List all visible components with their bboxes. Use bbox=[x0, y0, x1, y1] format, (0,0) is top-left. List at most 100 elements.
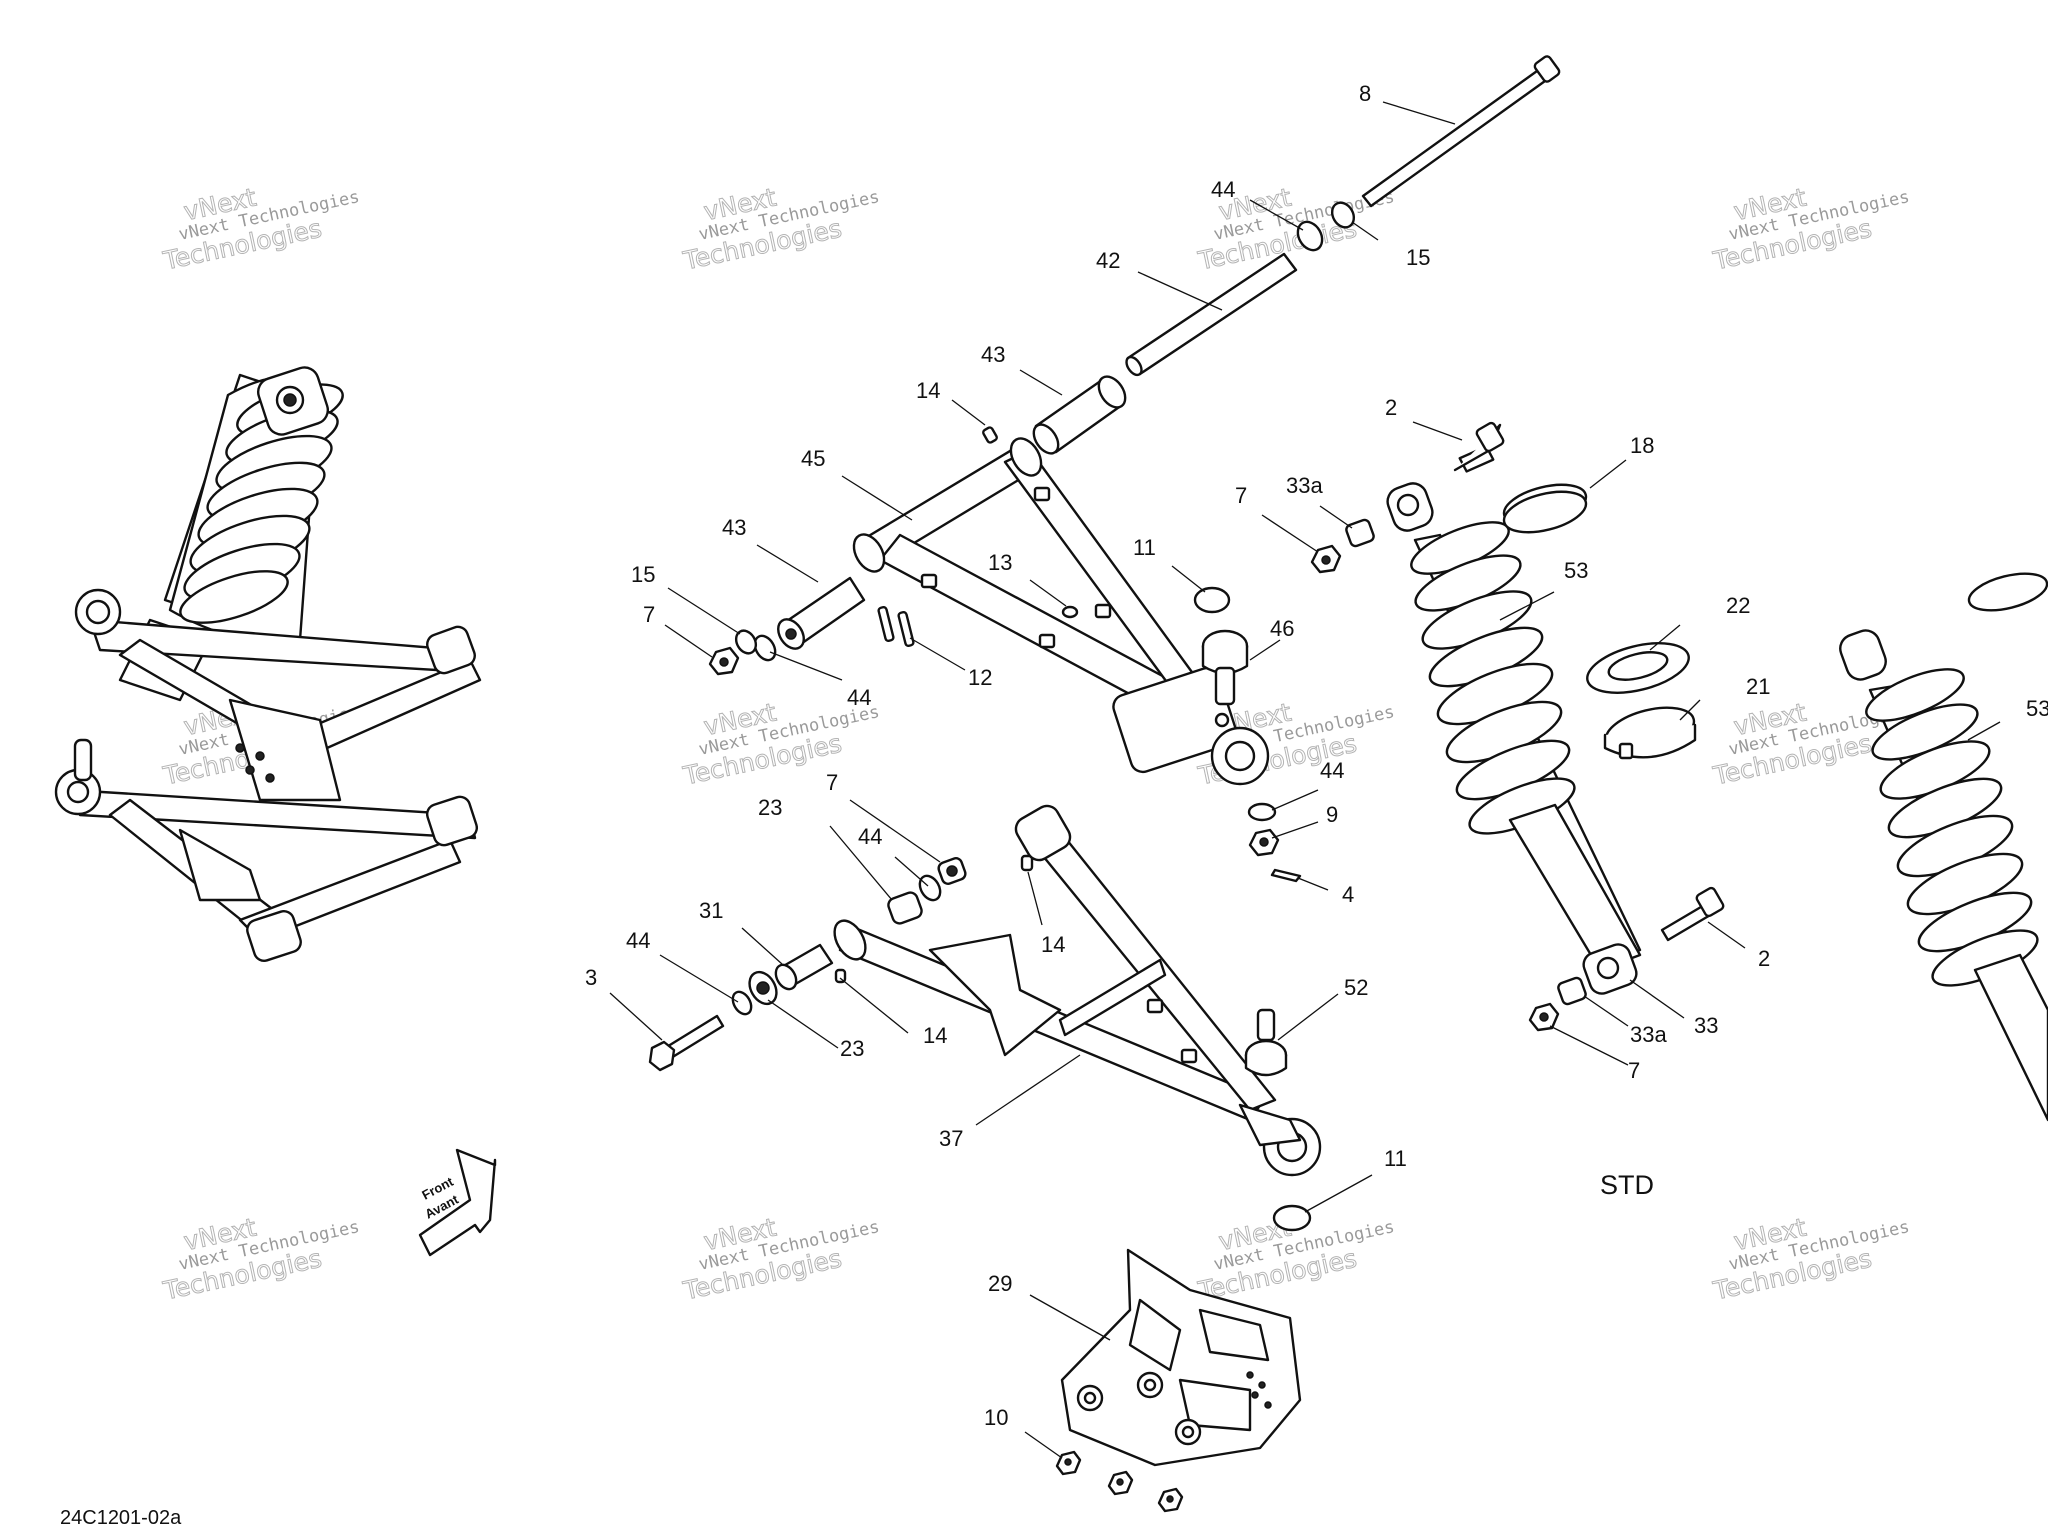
callout-2: 2 bbox=[1385, 395, 1397, 420]
leader-lines bbox=[609, 101, 2001, 1459]
watermark: vNext vNext Technologies Technologies bbox=[1710, 182, 1912, 276]
second-shock-absorber-partial bbox=[1839, 572, 2048, 1122]
part-12-pin bbox=[897, 610, 915, 648]
callout-52: 52 bbox=[1344, 975, 1368, 1000]
callout-23: 23 bbox=[758, 795, 782, 820]
callout-22: 22 bbox=[1726, 593, 1750, 618]
part-37-lower-a-arm bbox=[833, 804, 1322, 1177]
front-direction-arrow-icon: Front Avant bbox=[418, 1148, 497, 1257]
part-31-sleeve bbox=[774, 943, 834, 991]
callout-43: 43 bbox=[981, 342, 1005, 367]
callout-53: 53 bbox=[2026, 696, 2048, 721]
part-15-washer bbox=[734, 629, 758, 655]
callout-12: 12 bbox=[968, 665, 992, 690]
part-8-long-bolt bbox=[1361, 55, 1561, 208]
diagram-reference-code: 24C1201-02a bbox=[60, 1507, 182, 1529]
callout-44: 44 bbox=[858, 824, 882, 849]
variant-label: STD bbox=[1600, 1170, 1654, 1200]
part-21-adjuster-ring bbox=[1603, 706, 1697, 760]
callout-11: 11 bbox=[1384, 1146, 1407, 1171]
callout-33a: 33a bbox=[1630, 1022, 1667, 1047]
callout-14: 14 bbox=[916, 378, 940, 403]
part-43-bushing-lower bbox=[777, 576, 866, 650]
watermark: vNext vNext Technologies Technologies bbox=[1710, 1212, 1912, 1306]
part-13-plug bbox=[1061, 605, 1079, 619]
callout-labels: 8 44 15 42 43 14 45 43 15 7 44 13 12 11 … bbox=[585, 81, 2048, 1430]
part-14-grease-fitting bbox=[834, 968, 847, 984]
part-4-cotter-pin bbox=[1270, 868, 1302, 883]
part-11-circlip bbox=[1193, 586, 1231, 614]
callout-44: 44 bbox=[1320, 758, 1344, 783]
part-44-spacer bbox=[1296, 220, 1324, 252]
callout-18: 18 bbox=[1630, 433, 1654, 458]
part-14-grease-fitting bbox=[982, 426, 998, 444]
callout-44: 44 bbox=[1211, 177, 1235, 202]
callout-42: 42 bbox=[1096, 248, 1120, 273]
callout-15: 15 bbox=[631, 562, 655, 587]
part-15-washer bbox=[1330, 201, 1356, 229]
callout-14: 14 bbox=[923, 1023, 947, 1048]
callout-8: 8 bbox=[1359, 81, 1371, 106]
callout-21: 21 bbox=[1746, 674, 1770, 699]
part-10-nut bbox=[1107, 1470, 1134, 1496]
watermark: vNext vNext Technologies Technologies bbox=[680, 182, 882, 276]
part-52-ball-joint bbox=[1244, 1008, 1288, 1077]
callout-9: 9 bbox=[1326, 802, 1338, 827]
callout-31: 31 bbox=[699, 898, 723, 923]
part-22-spring-seat bbox=[1586, 642, 1690, 694]
callout-14: 14 bbox=[1041, 932, 1065, 957]
part-44-spacer bbox=[731, 990, 753, 1016]
part-7-nut bbox=[1528, 1002, 1560, 1032]
watermark: vNext vNext Technologies Technologies bbox=[680, 1212, 882, 1306]
callout-46: 46 bbox=[1270, 616, 1294, 641]
callout-3: 3 bbox=[585, 965, 597, 990]
part-7-nut bbox=[1310, 544, 1342, 574]
part-18-spring-clip bbox=[1502, 483, 1588, 534]
callout-45: 45 bbox=[801, 446, 825, 471]
callout-2: 2 bbox=[1758, 946, 1770, 971]
part-10-nut bbox=[1157, 1487, 1184, 1513]
part-43-bushing-upper bbox=[1032, 375, 1127, 455]
callout-44: 44 bbox=[847, 685, 871, 710]
part-44-spacer bbox=[1247, 802, 1277, 822]
part-10-nut bbox=[1055, 1450, 1082, 1476]
part-53-shock-absorber bbox=[1386, 482, 1642, 995]
callout-4: 4 bbox=[1342, 882, 1354, 907]
part-46-ball-joint bbox=[1201, 629, 1249, 706]
assembled-lower-a-arm bbox=[54, 738, 479, 962]
callout-33a: 33a bbox=[1286, 473, 1323, 498]
callout-44: 44 bbox=[626, 928, 650, 953]
callout-10: 10 bbox=[984, 1405, 1008, 1430]
watermark: vNext vNext Technologies Technologies bbox=[160, 1212, 362, 1306]
part-42-sleeve bbox=[1125, 252, 1298, 377]
part-33a-spacer bbox=[1345, 518, 1375, 548]
part-44-spacer bbox=[918, 874, 942, 902]
part-14-grease-fitting bbox=[1020, 854, 1034, 872]
callout-7: 7 bbox=[1628, 1058, 1640, 1083]
callout-15: 15 bbox=[1406, 245, 1430, 270]
assembled-suspension-illustration bbox=[54, 366, 482, 962]
part-44-spacer bbox=[753, 634, 777, 662]
callout-43: 43 bbox=[722, 515, 746, 540]
callout-7: 7 bbox=[643, 602, 655, 627]
part-29-skid-plate bbox=[1060, 1248, 1302, 1467]
watermark: vNext vNext Technologies Technologies bbox=[160, 182, 362, 276]
callout-7: 7 bbox=[1235, 483, 1247, 508]
part-9-nut bbox=[1248, 828, 1280, 857]
part-3-bolt bbox=[648, 1014, 725, 1072]
callout-33: 33 bbox=[1694, 1013, 1718, 1038]
part-23-bushing bbox=[887, 891, 923, 925]
callout-13: 13 bbox=[988, 550, 1012, 575]
callout-11: 11 bbox=[1133, 535, 1156, 560]
part-11-circlip bbox=[1272, 1204, 1312, 1232]
callout-37: 37 bbox=[939, 1126, 963, 1151]
callout-29: 29 bbox=[988, 1271, 1012, 1296]
part-45-upper-a-arm bbox=[852, 437, 1270, 786]
callout-23: 23 bbox=[840, 1036, 864, 1061]
part-23-bushing bbox=[748, 970, 778, 1006]
part-7-nut bbox=[937, 857, 967, 885]
part-2-bolt bbox=[1660, 886, 1725, 942]
part-7-nut bbox=[708, 646, 740, 676]
callout-7: 7 bbox=[826, 770, 838, 795]
